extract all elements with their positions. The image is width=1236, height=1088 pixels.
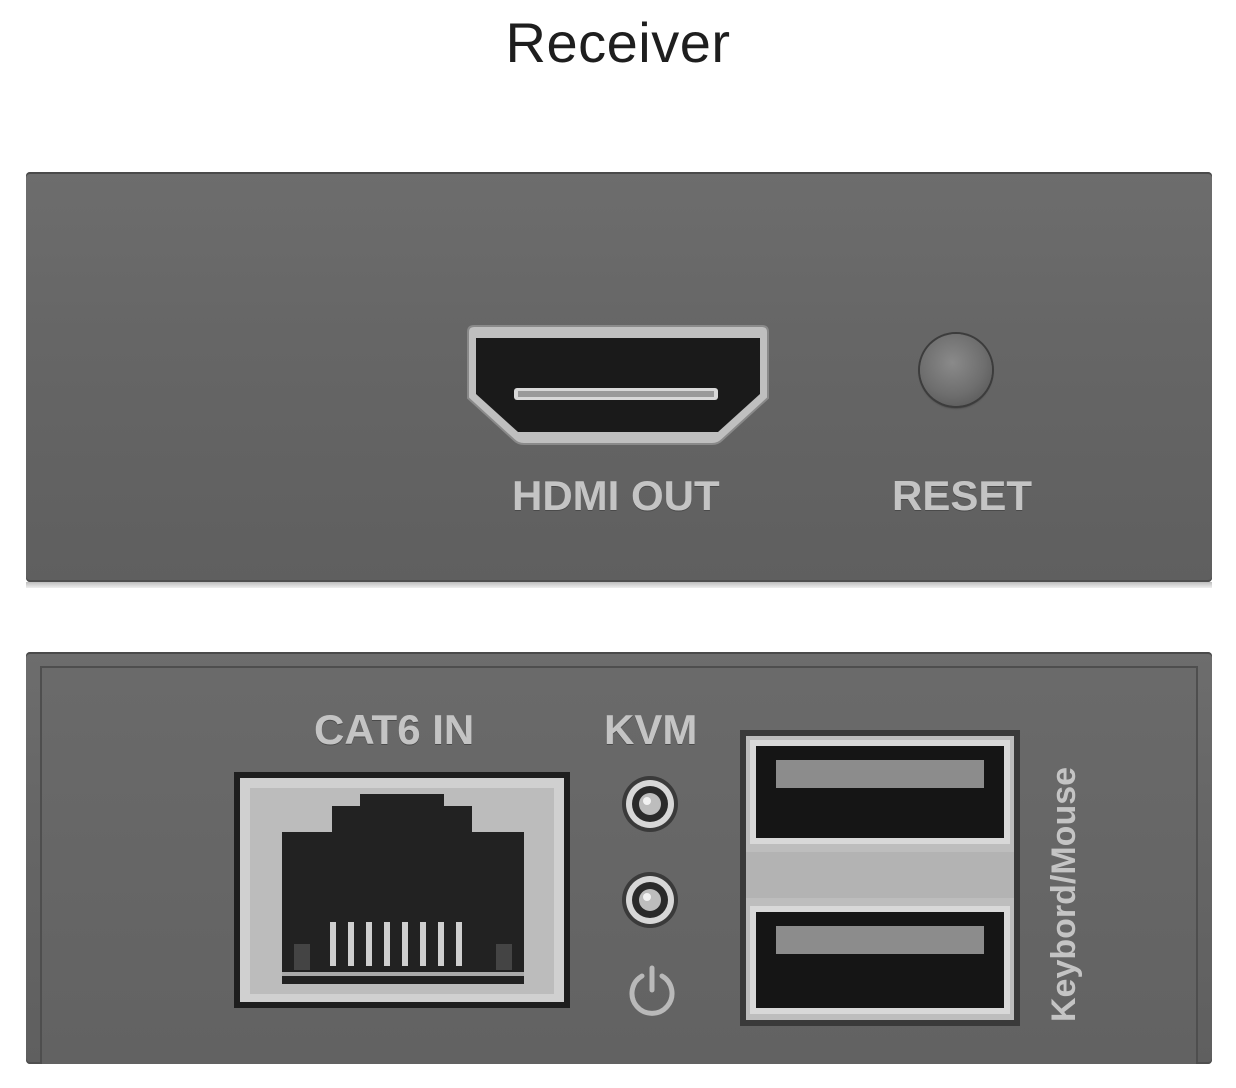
power-icon	[629, 965, 675, 1016]
back-panel-frame: CAT6 IN KVM	[40, 666, 1198, 1064]
usb-port-icon	[740, 730, 1020, 1026]
reset-button[interactable]	[920, 334, 992, 406]
hdmi-port-icon	[467, 325, 769, 445]
keyboard-mouse-label: Keybord/Mouse	[1045, 766, 1083, 1022]
led-indicator-icon	[622, 776, 678, 832]
cat6-in-label: CAT6 IN	[314, 706, 475, 753]
led-indicator-icon	[622, 872, 678, 928]
back-panel: CAT6 IN KVM	[26, 652, 1212, 1064]
hdmi-out-label: HDMI OUT	[512, 472, 720, 519]
reset-label: RESET	[892, 472, 1033, 519]
kvm-label: KVM	[604, 706, 698, 753]
front-panel: HDMI OUT RESET	[26, 172, 1212, 588]
page-title: Receiver	[505, 11, 731, 74]
rj45-port-icon	[234, 772, 570, 1008]
